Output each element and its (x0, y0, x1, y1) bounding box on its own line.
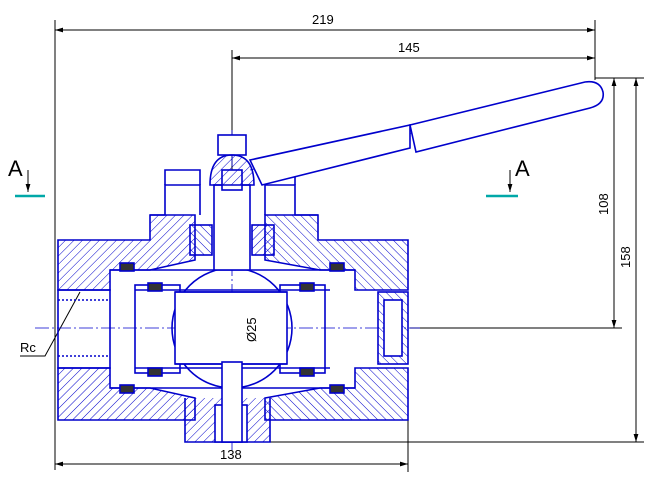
valve-body (57, 134, 409, 443)
dim-body-length: 138 (220, 447, 242, 462)
dimension-lines (20, 20, 644, 472)
section-label-right: A (515, 156, 530, 181)
dim-overall-length: 219 (312, 12, 334, 27)
dim-bore-diameter: Ø25 (244, 317, 259, 342)
label-thread: Rc (20, 340, 36, 355)
dim-handle-reach: 145 (398, 40, 420, 55)
handle-lever (248, 80, 605, 186)
dim-stem-height: 108 (596, 193, 611, 215)
section-label-left: A (8, 156, 23, 181)
dim-overall-height: 158 (618, 246, 633, 268)
section-arrows (25, 170, 513, 192)
